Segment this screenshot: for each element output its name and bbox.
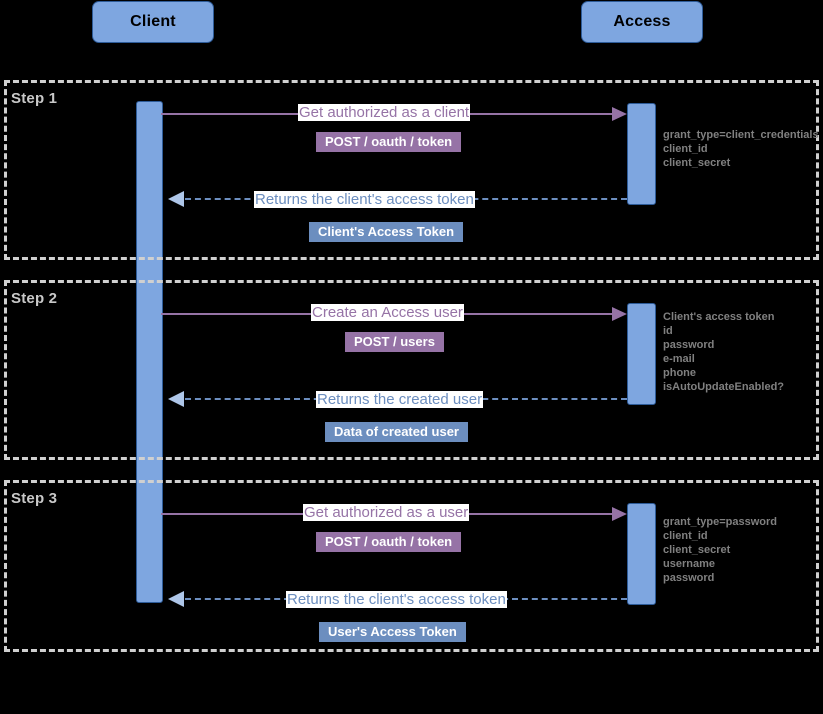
note-step-1: grant_type=client_credentials client_id … <box>663 128 819 170</box>
frame-step-3-label: Step 3 <box>11 490 58 507</box>
note-step-2-line-1: Client's access token <box>663 311 775 323</box>
response-label-step-1: Returns the client's access token <box>254 191 475 208</box>
response-arrowhead-step-2 <box>168 391 184 407</box>
frame-step-3 <box>4 480 819 652</box>
participant-client-label: Client <box>130 13 176 30</box>
participant-client[interactable]: Client <box>92 1 214 43</box>
request-badge-step-3: POST / oauth / token <box>316 532 462 552</box>
request-label-step-1: Get authorized as a client <box>298 104 471 121</box>
client-activation-bar <box>136 101 163 603</box>
response-badge-step-3: User's Access Token <box>319 622 466 642</box>
response-label-step-2: Returns the created user <box>316 391 484 408</box>
response-label-step-3: Returns the client's access token <box>286 591 507 608</box>
note-step-2-line-2: id <box>663 325 673 337</box>
request-badge-step-2: POST / users <box>345 332 444 352</box>
note-step-3: grant_type=password client_id client_sec… <box>663 515 777 585</box>
access-activation-bar-step-1 <box>627 103 656 205</box>
access-activation-bar-step-3 <box>627 503 656 605</box>
response-badge-step-1: Client's Access Token <box>309 222 464 242</box>
access-activation-bar-step-2 <box>627 303 656 405</box>
request-label-step-3: Get authorized as a user <box>303 504 470 521</box>
request-label-step-2: Create an Access user <box>311 304 464 321</box>
request-badge-step-1: POST / oauth / token <box>316 132 462 152</box>
note-step-2-line-4: e-mail <box>663 353 695 365</box>
request-arrowhead-step-2 <box>612 307 627 321</box>
request-arrowhead-step-1 <box>612 107 627 121</box>
note-step-2-line-5: phone <box>663 367 696 379</box>
note-step-3-line-5: password <box>663 572 715 584</box>
note-step-3-line-1: grant_type=password <box>663 516 778 528</box>
request-arrowhead-step-3 <box>612 507 627 521</box>
frame-step-2-label: Step 2 <box>11 290 58 307</box>
note-step-3-line-3: client_secret <box>663 544 731 556</box>
frame-step-2 <box>4 280 819 460</box>
frame-step-1-label: Step 1 <box>11 90 58 107</box>
participant-access-label: Access <box>613 13 671 30</box>
response-arrowhead-step-1 <box>168 191 184 207</box>
note-step-2-line-6: isAutoUpdateEnabled? <box>663 381 785 393</box>
note-step-1-line-2: client_id <box>663 143 708 155</box>
response-badge-step-2: Data of created user <box>325 422 468 442</box>
note-step-2-line-3: password <box>663 339 715 351</box>
note-step-1-line-1: grant_type=client_credentials <box>663 129 819 141</box>
note-step-3-line-2: client_id <box>663 530 708 542</box>
note-step-2: Client's access token id password e-mail… <box>663 310 784 394</box>
response-arrowhead-step-3 <box>168 591 184 607</box>
participant-access[interactable]: Access <box>581 1 703 43</box>
frame-step-1 <box>4 80 819 260</box>
note-step-1-line-3: client_secret <box>663 157 731 169</box>
note-step-3-line-4: username <box>663 558 715 570</box>
